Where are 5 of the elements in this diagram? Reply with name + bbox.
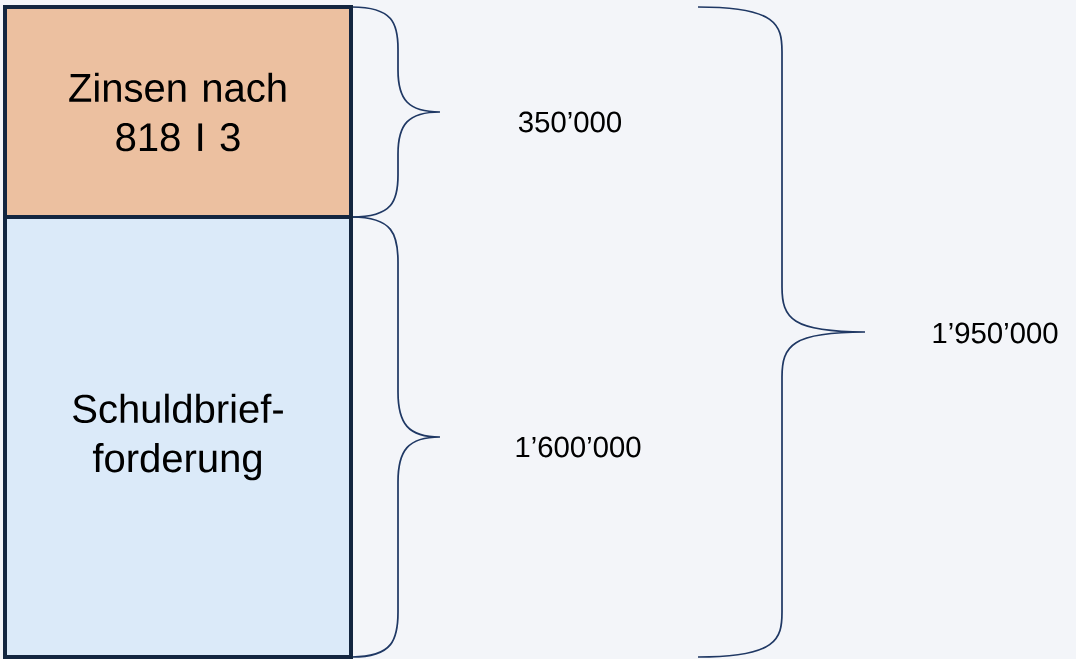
amount-label: 1’950’000: [933, 322, 1058, 344]
amount-label: 350’000: [518, 111, 621, 133]
text-box: Schuldbrief-forderung: [3, 215, 353, 659]
amount-label: 1’600’000: [516, 436, 641, 458]
text-box: Zinsen nach 818 I 3: [3, 5, 353, 219]
